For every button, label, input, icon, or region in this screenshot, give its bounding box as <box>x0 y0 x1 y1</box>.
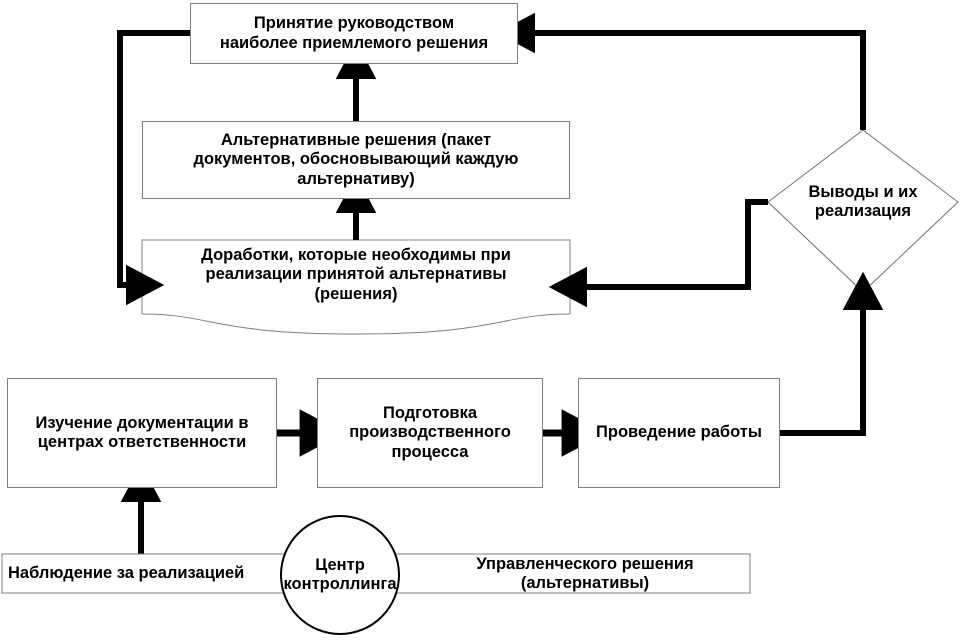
node-prepare-process-label: Подготовка производственного процесса <box>349 403 511 461</box>
node-prepare-process[interactable]: Подготовка производственного процесса <box>317 378 543 488</box>
revisions-document-shape <box>141 239 571 335</box>
connector-top-decision-to-revisions-loop <box>117 30 190 306</box>
node-conduct-work[interactable]: Проведение работы <box>578 378 780 488</box>
connector-conclusions-to-top-decision <box>496 12 866 130</box>
node-study-docs[interactable]: Изучение документации в центрах ответств… <box>7 378 277 488</box>
node-revisions-label: Доработки, которые необходимы при реализ… <box>201 246 511 303</box>
node-alternatives[interactable]: Альтернативные решения (пакет документов… <box>142 121 570 199</box>
node-conclusions-label: Выводы и их реализация <box>808 182 918 220</box>
connector-conduct-work-to-conclusions <box>780 271 884 436</box>
node-study-docs-label: Изучение документации в центрах ответств… <box>35 413 249 451</box>
node-alternatives-label: Альтернативные решения (пакет документов… <box>193 130 519 188</box>
node-observation-bar-right[interactable]: Управленческого решения (альтернативы) <box>420 548 750 600</box>
node-top-decision-label: Принятие руководством наиболее приемлемо… <box>219 14 489 52</box>
node-controlling-center-label: Центр контроллинга <box>283 555 397 593</box>
node-conclusions[interactable]: Выводы и их реализация <box>768 172 958 232</box>
node-top-decision[interactable]: Принятие руководством наиболее приемлемо… <box>190 3 518 64</box>
node-observation-bar-left[interactable]: Наблюдение за реализацией <box>8 554 280 593</box>
node-conduct-work-label: Проведение работы <box>596 423 762 442</box>
node-observation-bar-left-label: Наблюдение за реализацией <box>8 564 245 582</box>
connector-conclusions-to-revisions <box>548 199 768 308</box>
node-observation-bar-right-label: Управленческого решения (альтернативы) <box>476 554 694 592</box>
node-revisions[interactable]: Доработки, которые необходимы при реализ… <box>142 240 570 332</box>
node-controlling-center[interactable]: Центр контроллинга <box>280 515 400 635</box>
